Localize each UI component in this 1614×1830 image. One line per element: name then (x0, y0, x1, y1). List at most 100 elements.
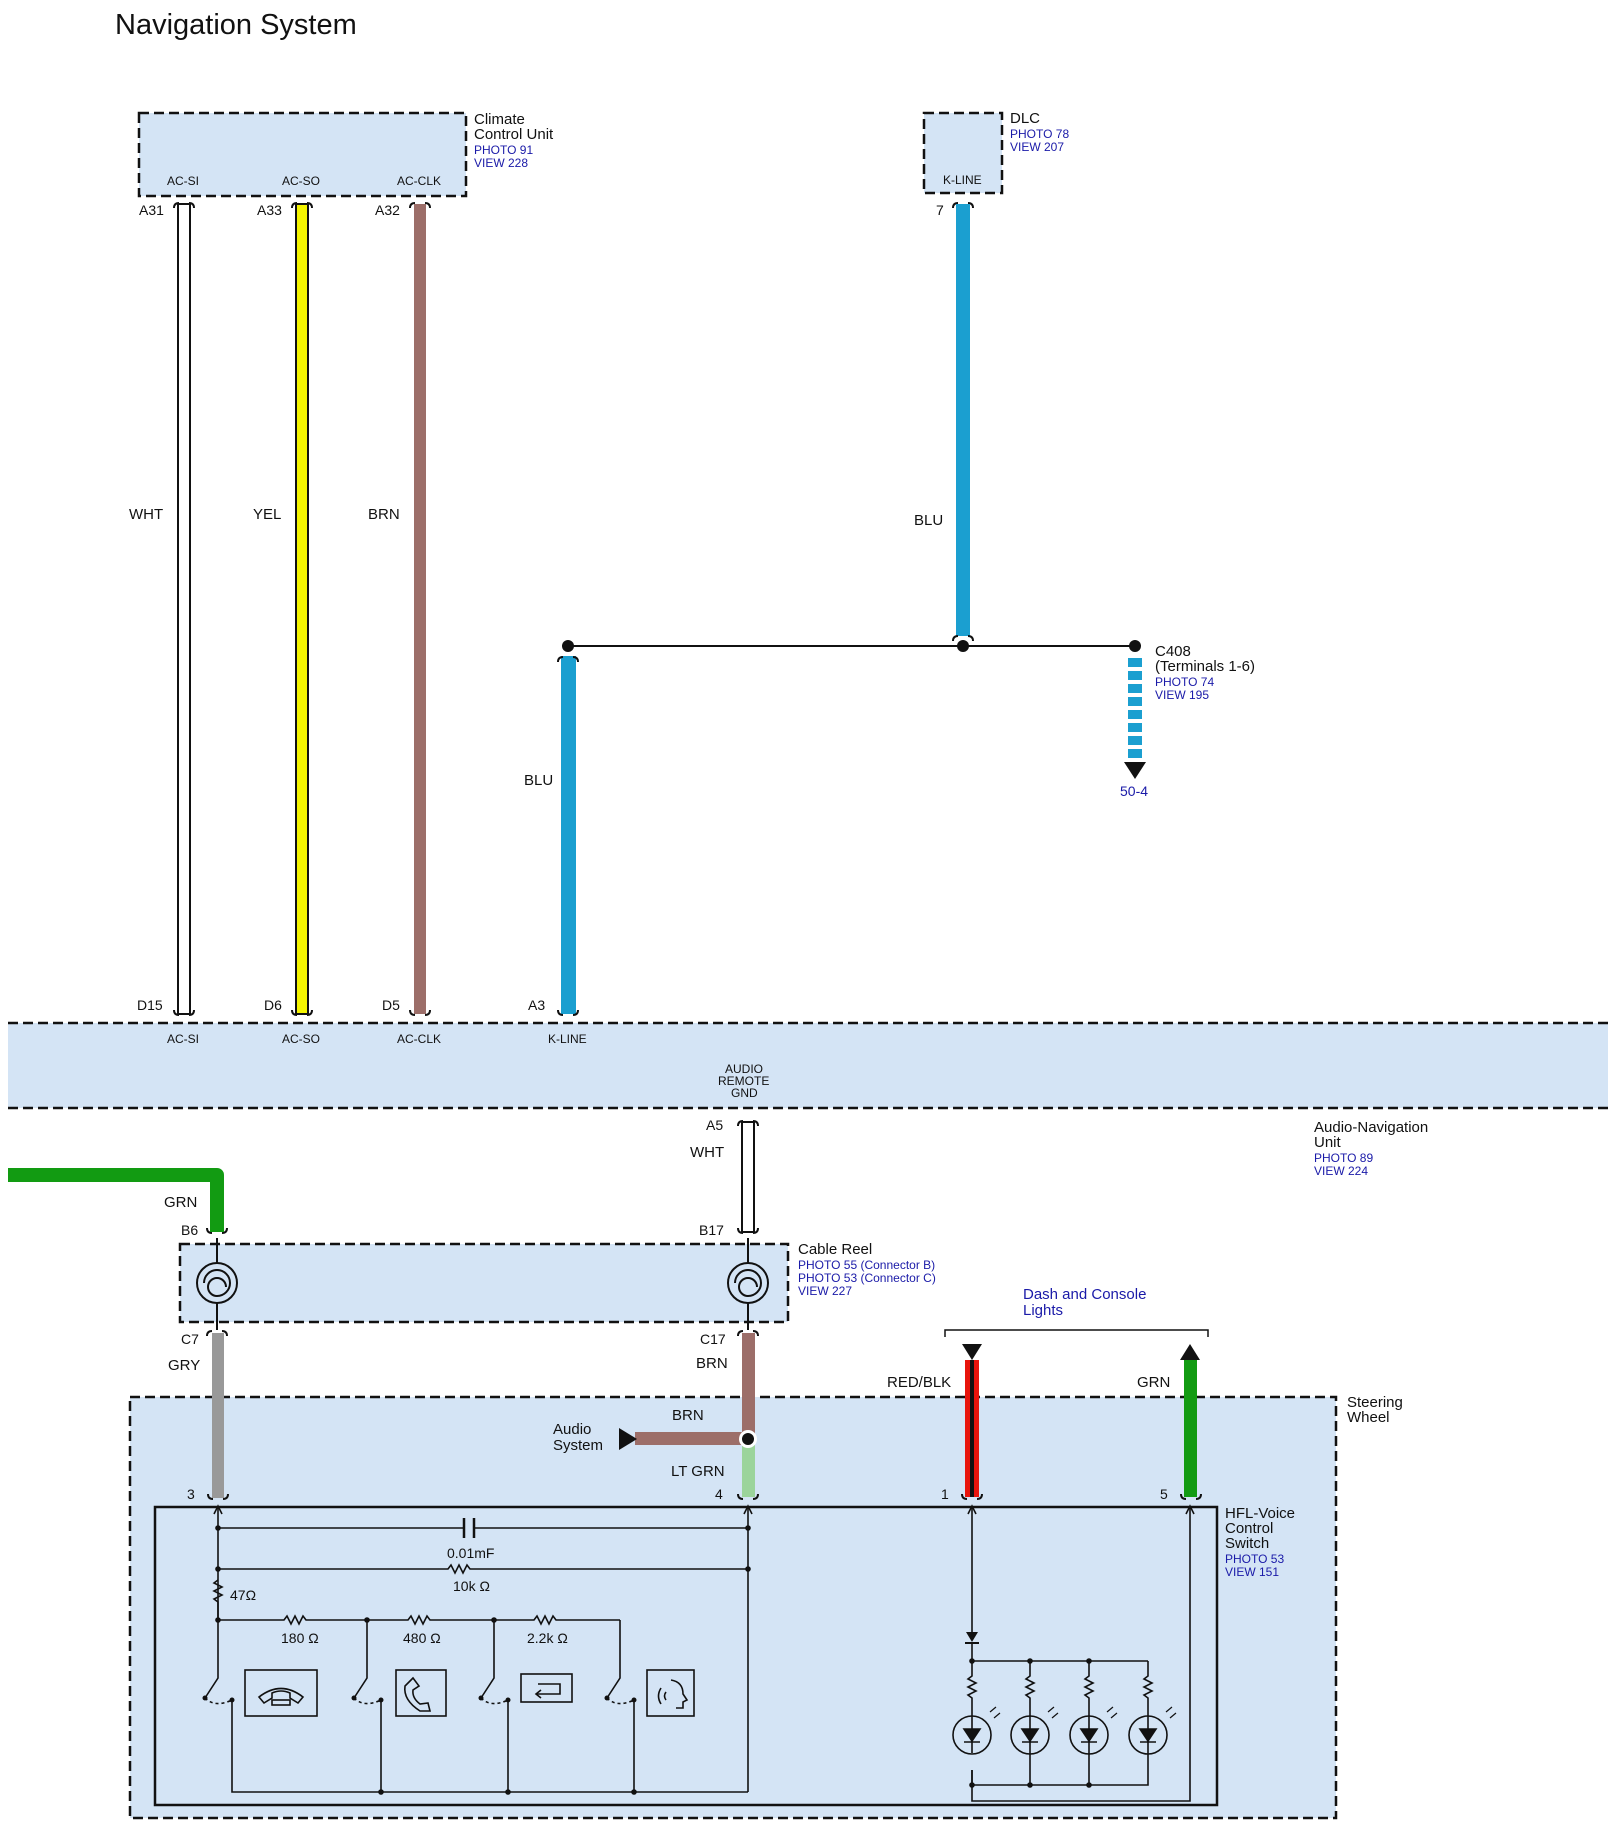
switch-terminal-1: 1 (941, 1486, 949, 1502)
wire-label-brn: BRN (368, 506, 400, 523)
dlc-name: DLC (1010, 110, 1040, 127)
climate-name-1: Climate (474, 111, 525, 128)
dlc-photo-link[interactable]: PHOTO 78 (1010, 127, 1069, 141)
phone-hangup-icon[interactable] (244, 1669, 318, 1717)
wire-ac-si (177, 203, 191, 1015)
cable-reel-coil-icon-2 (727, 1238, 769, 1330)
wire-k-line-nav (561, 656, 576, 1014)
climate-view-link[interactable]: VIEW 228 (474, 156, 528, 170)
switch-terminal-5: 5 (1160, 1486, 1168, 1502)
page-title: Navigation System (115, 9, 357, 41)
diode-icon (966, 1632, 978, 1642)
audio-system-line2: System (553, 1437, 603, 1454)
steering-line2: Wheel (1347, 1409, 1390, 1426)
nav-name-2: Unit (1314, 1134, 1342, 1151)
c408-arrow-icon (1124, 762, 1146, 779)
capacitor-label: 0.01mF (447, 1545, 494, 1561)
wire-label-blu-dlc: BLU (914, 512, 943, 529)
wire-label-grn-left: GRN (164, 1194, 197, 1211)
climate-photo-link[interactable]: PHOTO 91 (474, 143, 533, 157)
terminal-a3: A3 (528, 997, 545, 1013)
back-icon[interactable] (520, 1673, 573, 1703)
terminal-c7: C7 (181, 1331, 199, 1347)
terminal-b17: B17 (699, 1222, 724, 1238)
resistor-180-label: 180 Ω (281, 1630, 319, 1646)
dash-lights-line2[interactable]: Lights (1023, 1302, 1063, 1319)
terminal-d6: D6 (264, 997, 282, 1013)
cable-reel-label: Cable Reel PHOTO 55 (Connector B) PHOTO … (798, 1241, 936, 1298)
nav-view-link[interactable]: VIEW 224 (1314, 1164, 1368, 1178)
nav-pin-gnd-3: GND (731, 1086, 758, 1100)
cable-reel-name: Cable Reel (798, 1241, 872, 1258)
wire-label-wht-gnd: WHT (690, 1144, 724, 1161)
c408-terminals: (Terminals 1-6) (1155, 658, 1255, 675)
c408-view-link[interactable]: VIEW 195 (1155, 688, 1209, 702)
switch-photo-link[interactable]: PHOTO 53 (1225, 1552, 1284, 1566)
wire-label-brn-cable: BRN (696, 1355, 728, 1372)
climate-name-2: Control Unit (474, 126, 554, 143)
c408-ref-link[interactable]: 50-4 (1120, 783, 1148, 799)
hfl-voice-control-switch (153, 1505, 1219, 1807)
resistor-480-label: 480 Ω (403, 1630, 441, 1646)
nav-pin-k-line: K-LINE (548, 1032, 587, 1046)
terminal-d15: D15 (137, 997, 163, 1013)
terminal-c17: C17 (700, 1331, 726, 1347)
led-icon-2 (1010, 1706, 1059, 1755)
nav-photo-link[interactable]: PHOTO 89 (1314, 1151, 1373, 1165)
switch-line3: Switch (1225, 1535, 1269, 1552)
grn-arrow-icon (1180, 1344, 1200, 1360)
wire-gry (212, 1333, 224, 1498)
cable-reel-photo-c-link[interactable]: PHOTO 53 (Connector C) (798, 1271, 936, 1285)
terminal-b6: B6 (181, 1222, 198, 1238)
cable-reel-view-link[interactable]: VIEW 227 (798, 1284, 852, 1298)
phone-pickup-icon[interactable] (395, 1669, 447, 1717)
wire-brn-audio (635, 1432, 745, 1445)
wire-ac-so (295, 203, 309, 1015)
nav-pin-ac-clk: AC-CLK (397, 1032, 441, 1046)
wire-ac-clk (414, 204, 426, 1014)
c408-photo-link[interactable]: PHOTO 74 (1155, 675, 1214, 689)
nav-name-1: Audio-Navigation (1314, 1119, 1428, 1136)
splice-dot-left (562, 640, 574, 652)
cable-reel-photo-b-link[interactable]: PHOTO 55 (Connector B) (798, 1258, 935, 1272)
wire-label-brn-audio: BRN (672, 1407, 704, 1424)
terminal-a32: A32 (375, 202, 400, 218)
cable-reel (178, 1238, 790, 1330)
c408-name: C408 (1155, 643, 1191, 660)
lights-circuit (966, 1504, 1195, 1802)
climate-pin-ac-clk: AC-CLK (397, 174, 441, 188)
wire-grn-left (8, 1168, 224, 1232)
switch-internal-circuit (204, 1504, 753, 1793)
climate-control-unit: AC-SI AC-SO AC-CLK Climate Control Unit … (137, 111, 554, 198)
voice-command-icon[interactable] (646, 1669, 695, 1717)
resistor-10k-label: 10k Ω (453, 1578, 490, 1594)
switch-line1: HFL-Voice (1225, 1505, 1295, 1522)
nav-unit-label: Audio-Navigation Unit PHOTO 89 VIEW 224 (1314, 1119, 1428, 1178)
nav-pin-ac-si: AC-SI (167, 1032, 199, 1046)
switch-line2: Control (1225, 1520, 1273, 1537)
led-icon-3 (1069, 1706, 1118, 1755)
terminal-d5: D5 (382, 997, 400, 1013)
audio-system-line1: Audio (553, 1421, 591, 1438)
terminal-a31: A31 (139, 202, 164, 218)
wire-grn-right (1184, 1360, 1197, 1497)
wire-label-grn-right: GRN (1137, 1374, 1170, 1391)
red-blk-arrow-icon (962, 1344, 982, 1360)
resistor-2k2-label: 2.2k Ω (527, 1630, 568, 1646)
nav-pin-gnd-1: AUDIO (725, 1062, 763, 1076)
dash-lights-group: Dash and Console Lights (944, 1286, 1209, 1337)
steering-line1: Steering (1347, 1394, 1403, 1411)
switch-terminal-3: 3 (187, 1486, 195, 1502)
switch-view-link[interactable]: VIEW 151 (1225, 1565, 1279, 1579)
dlc-pin-k-line: K-LINE (943, 173, 982, 187)
dlc-view-link[interactable]: VIEW 207 (1010, 140, 1064, 154)
wire-remote-gnd (741, 1121, 755, 1233)
splice-dot-mid (957, 640, 969, 652)
wire-label-blu-nav: BLU (524, 772, 553, 789)
terminal-a33: A33 (257, 202, 282, 218)
dash-lights-line1[interactable]: Dash and Console (1023, 1286, 1146, 1303)
led-icon-1 (952, 1706, 1001, 1755)
led-icon-4 (1128, 1706, 1177, 1755)
wire-brn-cable (742, 1333, 755, 1437)
